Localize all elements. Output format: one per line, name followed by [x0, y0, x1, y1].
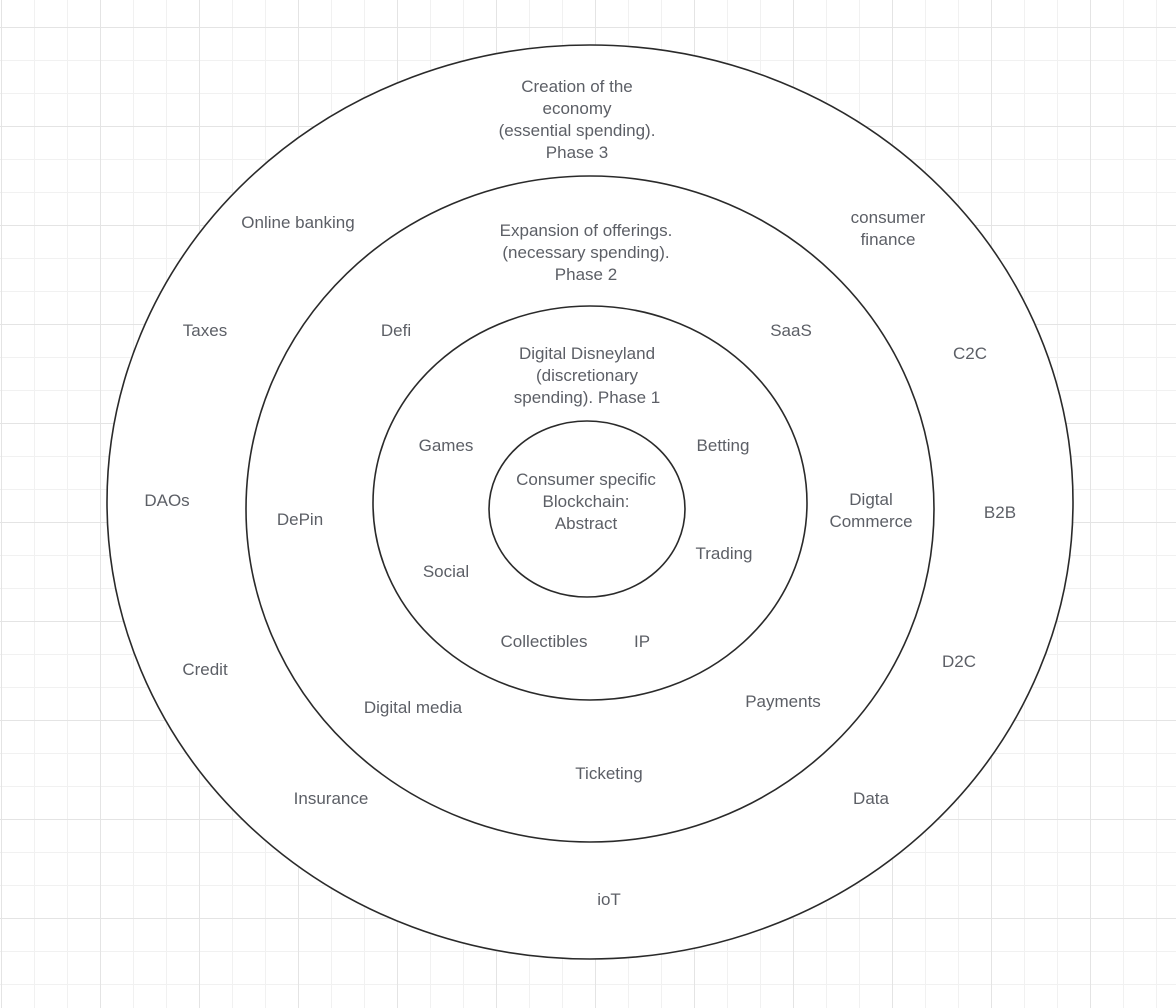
item-iot[interactable]: ioT	[597, 890, 621, 909]
item-daos[interactable]: DAOs	[144, 491, 190, 510]
phase-3-title[interactable]: Creation of the economy (essential spend…	[498, 77, 656, 162]
item-betting[interactable]: Betting	[696, 436, 750, 455]
item-defi[interactable]: Defi	[380, 321, 412, 340]
item-digital-media[interactable]: Digital media	[363, 698, 463, 717]
item-b2b[interactable]: B2B	[983, 503, 1017, 522]
item-payments[interactable]: Payments	[745, 692, 821, 711]
item-consumer-finance[interactable]: consumer finance	[850, 208, 926, 249]
item-depin[interactable]: DePin	[276, 510, 324, 529]
core-title[interactable]: Consumer specific Blockchain: Abstract	[516, 470, 656, 533]
item-d2c[interactable]: D2C	[941, 652, 977, 671]
item-c2c[interactable]: C2C	[952, 344, 988, 363]
ring-core[interactable]	[488, 420, 686, 598]
item-insurance[interactable]: Insurance	[293, 789, 369, 808]
item-data[interactable]: Data	[853, 789, 889, 808]
item-trading[interactable]: Trading	[695, 544, 753, 563]
item-saas[interactable]: SaaS	[770, 321, 812, 340]
item-taxes[interactable]: Taxes	[182, 321, 228, 340]
item-ticketing[interactable]: Ticketing	[575, 764, 643, 783]
phase-1-title[interactable]: Digital Disneyland (discretionary spendi…	[513, 344, 661, 407]
item-social[interactable]: Social	[422, 562, 470, 581]
item-online-banking[interactable]: Online banking	[241, 213, 355, 232]
item-ip[interactable]: IP	[633, 632, 651, 651]
item-games[interactable]: Games	[418, 436, 474, 455]
item-collectibles[interactable]: Collectibles	[500, 632, 588, 651]
item-digtal-commerce[interactable]: Digtal Commerce	[829, 490, 913, 531]
item-credit[interactable]: Credit	[182, 660, 228, 679]
phase-2-title[interactable]: Expansion of offerings. (necessary spend…	[499, 221, 673, 284]
